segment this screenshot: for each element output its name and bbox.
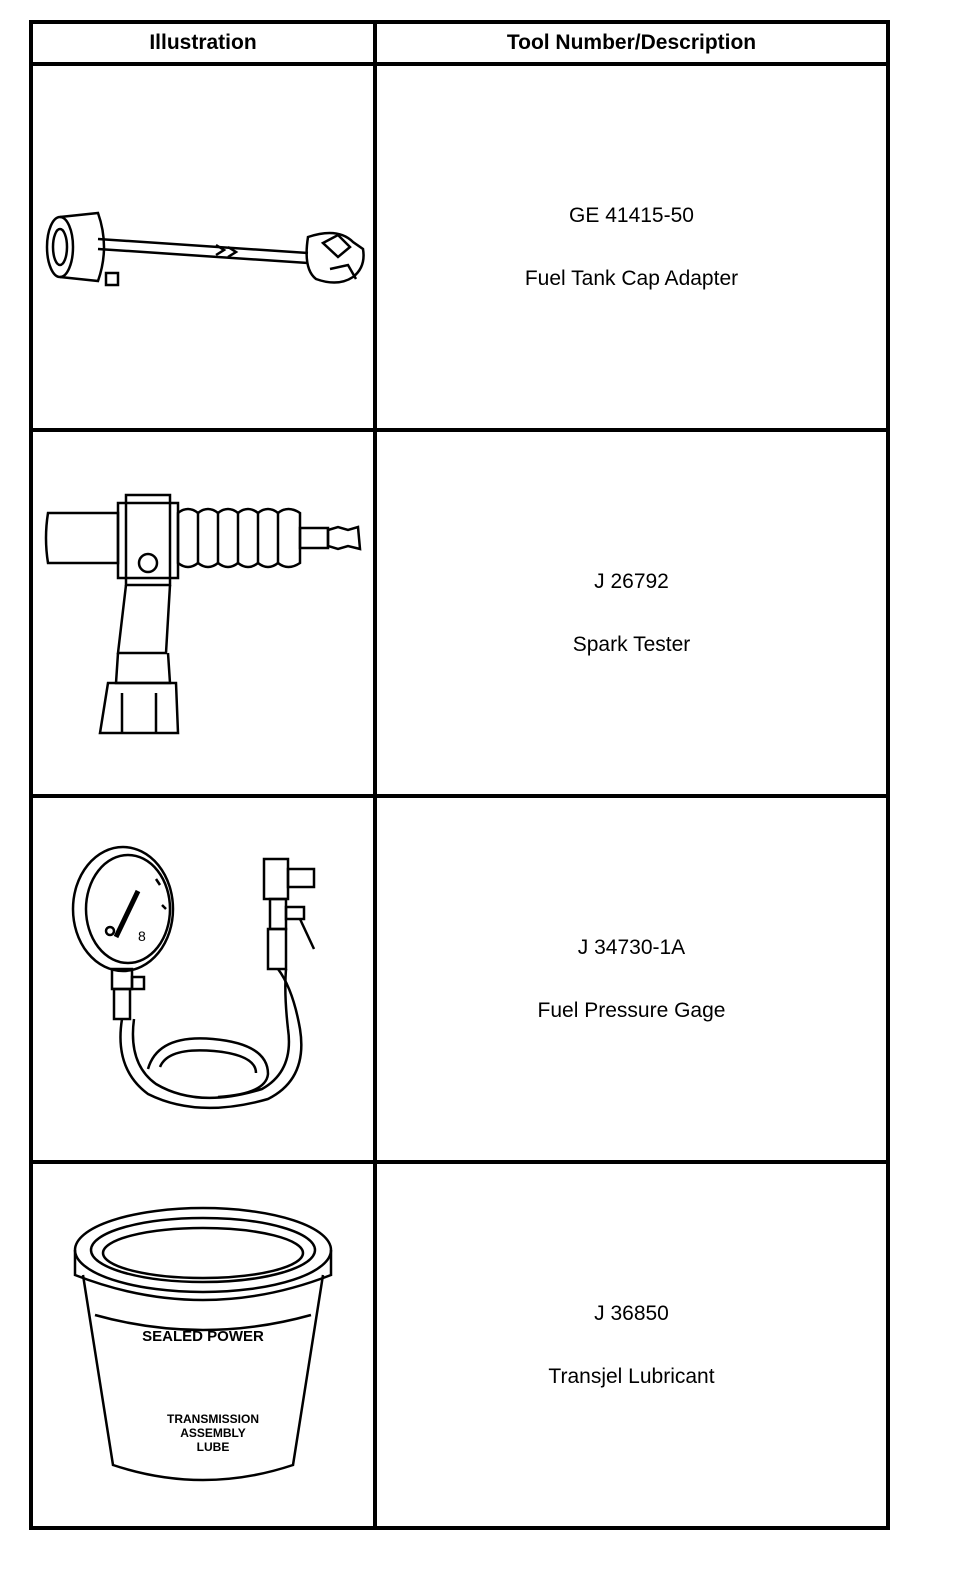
- description-cell: GE 41415-50 Fuel Tank Cap Adapter: [373, 62, 890, 432]
- tool-description: Spark Tester: [572, 633, 691, 656]
- illustration-cell: [29, 62, 377, 432]
- tub-label-line1: TRANSMISSION: [167, 1412, 259, 1426]
- tool-description: Transjel Lubricant: [548, 1365, 715, 1388]
- header-illustration: Illustration: [29, 20, 377, 66]
- illustration-cell: 8: [29, 794, 377, 1164]
- fuel-tank-cap-adapter-illustration: [45, 211, 365, 287]
- transjel-lubricant-tub-illustration: SEALED POWER TRANSMISSION ASSEMBLY LUBE: [73, 1206, 333, 1482]
- tool-number: J 34730-1A: [577, 936, 686, 959]
- header-tool-number-description: Tool Number/Description: [373, 20, 890, 66]
- tool-number: J 36850: [594, 1302, 669, 1325]
- table-row: GE 41415-50 Fuel Tank Cap Adapter: [29, 62, 890, 432]
- table-header-row: Illustration Tool Number/Description: [29, 20, 890, 66]
- tool-number: J 26792: [594, 570, 669, 593]
- tool-description: Fuel Tank Cap Adapter: [524, 267, 739, 290]
- tool-table: Illustration Tool Number/Description: [29, 20, 890, 1530]
- tub-label-brand: SEALED POWER: [142, 1328, 264, 1345]
- fuel-pressure-gage-illustration: 8: [71, 845, 316, 1110]
- tub-label-line3: LUBE: [197, 1440, 230, 1454]
- description-cell: J 26792 Spark Tester: [373, 428, 890, 798]
- table-row: SEALED POWER TRANSMISSION ASSEMBLY LUBE …: [29, 1160, 890, 1530]
- tool-description: Fuel Pressure Gage: [537, 999, 726, 1022]
- svg-text:8: 8: [138, 928, 146, 944]
- table-row: J 26792 Spark Tester: [29, 428, 890, 798]
- table-row: 8: [29, 794, 890, 1164]
- tub-label-line2: ASSEMBLY: [180, 1426, 246, 1440]
- illustration-cell: SEALED POWER TRANSMISSION ASSEMBLY LUBE: [29, 1160, 377, 1530]
- description-cell: J 34730-1A Fuel Pressure Gage: [373, 794, 890, 1164]
- description-cell: J 36850 Transjel Lubricant: [373, 1160, 890, 1530]
- spark-tester-illustration: [44, 493, 362, 735]
- tool-number: GE 41415-50: [569, 204, 694, 227]
- illustration-cell: [29, 428, 377, 798]
